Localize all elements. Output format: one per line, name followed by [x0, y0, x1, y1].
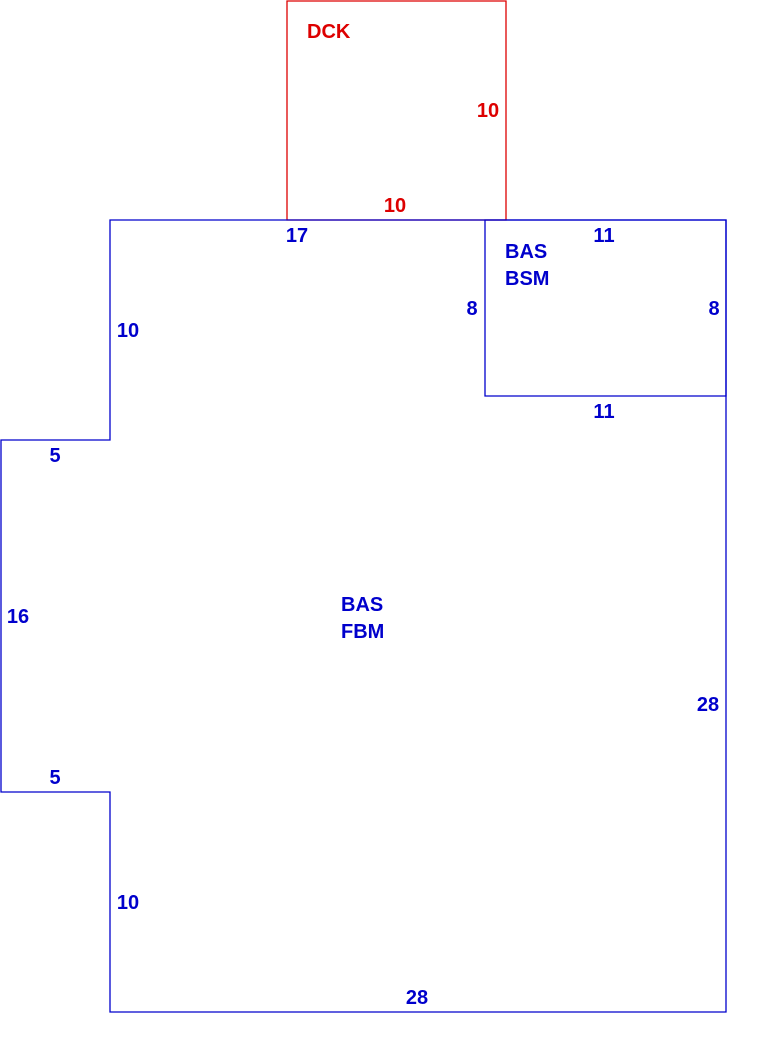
- basement-code-line2: BSM: [505, 268, 549, 290]
- main-upper-step-dimension: 5: [49, 445, 60, 467]
- deck-right-dimension: 10: [477, 100, 499, 122]
- basement-code-line1: BAS: [505, 241, 547, 263]
- deck-bottom-dimension: 10: [384, 195, 406, 217]
- basement-bottom-dimension: 11: [593, 401, 614, 423]
- main-top-dimension: 17: [286, 225, 308, 247]
- main-left-upper-dimension: 10: [117, 320, 139, 342]
- basement-right-dimension: 8: [708, 298, 719, 320]
- main-bottom-dimension: 28: [406, 987, 428, 1009]
- main-right-dimension: 28: [697, 694, 719, 716]
- basement-top-dimension: 11: [593, 225, 614, 247]
- main-left-dimension: 16: [7, 606, 29, 628]
- deck-code-label: DCK: [307, 21, 351, 43]
- main-code-line2: FBM: [341, 621, 384, 643]
- main-lower-step-dimension: 5: [49, 767, 60, 789]
- main-code-line1: BAS: [341, 594, 383, 616]
- main-left-lower-dimension: 10: [117, 892, 139, 914]
- basement-section-outline: [484, 219, 727, 397]
- main-section-outline: [0, 219, 727, 1013]
- basement-left-dimension: 8: [466, 298, 477, 320]
